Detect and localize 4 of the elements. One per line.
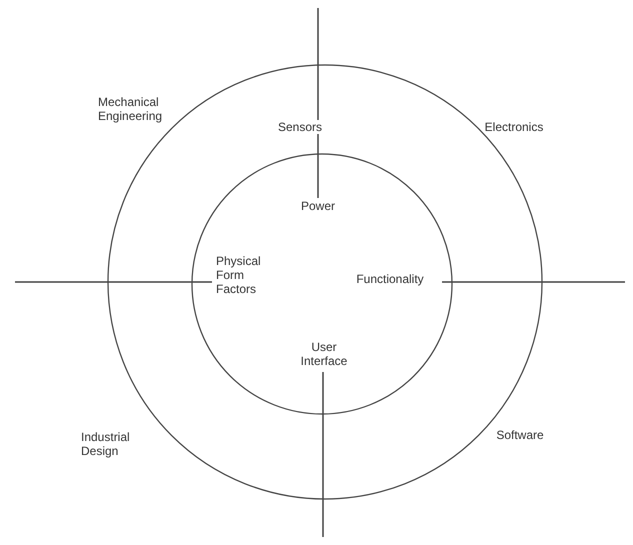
sector-label: Mechanical Engineering [98,95,164,123]
sector-label: Industrial Design [81,430,131,458]
sector-label: Electronics [484,120,544,134]
sector-label: Software [495,428,545,442]
